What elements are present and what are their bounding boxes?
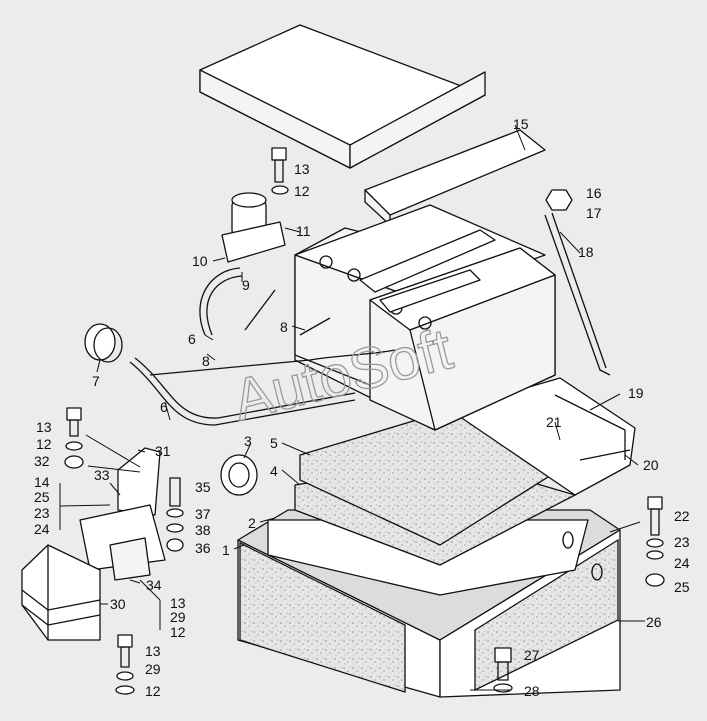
callout-36: 36 (195, 540, 211, 556)
callout-29a: 29 (170, 609, 186, 625)
callout-13d: 13 (145, 643, 161, 659)
callout-30: 30 (110, 596, 126, 612)
bolt-13-bottom (115, 634, 135, 695)
mounting-bracket (117, 447, 161, 516)
callout-1: 1 (222, 542, 230, 558)
callout-29b: 29 (145, 661, 161, 677)
callout-12d: 12 (145, 683, 161, 699)
callout-25b: 25 (674, 579, 690, 595)
hold-down-rod (544, 189, 611, 376)
callout-27: 27 (524, 647, 540, 663)
fuse-box (21, 544, 101, 641)
callout-34: 34 (146, 577, 162, 593)
callout-20: 20 (643, 457, 659, 473)
callout-3: 3 (244, 433, 252, 449)
callout-26: 26 (646, 614, 662, 630)
callout-4: 4 (270, 463, 278, 479)
bolt-13-left (64, 407, 84, 469)
callout-5: 5 (270, 435, 278, 451)
callout-37: 37 (195, 506, 211, 522)
callout-2: 2 (248, 515, 256, 531)
callout-8a: 8 (202, 353, 210, 369)
callout-28: 28 (524, 683, 540, 699)
leader-lines (59, 124, 645, 691)
grommet-plug (220, 454, 258, 496)
callout-24b: 24 (674, 555, 690, 571)
callout-16: 16 (586, 185, 602, 201)
bolt-27 (493, 647, 513, 693)
callout-33: 33 (94, 467, 110, 483)
connector-block (79, 504, 166, 581)
batteries (294, 204, 556, 431)
relay-switch (221, 192, 286, 263)
callout-6b: 6 (160, 399, 168, 415)
callout-23a: 23 (34, 505, 50, 521)
callout-11: 11 (296, 223, 311, 239)
callout-19: 19 (628, 385, 644, 401)
callout-25a: 25 (34, 489, 50, 505)
cables (129, 267, 396, 426)
bolt-22 (645, 496, 665, 587)
callout-8b: 8 (280, 319, 288, 335)
callout-24a: 24 (34, 521, 50, 537)
bolt-13-top (271, 147, 289, 195)
callout-13c: 13 (170, 595, 186, 611)
ground-switch (84, 323, 123, 363)
callout-10: 10 (192, 253, 208, 269)
callout-15: 15 (513, 116, 529, 132)
callout-38: 38 (195, 522, 211, 538)
bolt-35 (166, 477, 184, 552)
callout-9: 9 (242, 277, 250, 293)
callout-17: 17 (586, 205, 602, 221)
callout-labels: 1 2 3 4 5 6 6 7 8 8 9 10 11 12 13 15 16 … (34, 116, 690, 699)
callout-31: 31 (155, 443, 171, 459)
callout-35: 35 (195, 479, 211, 495)
callout-12b: 12 (36, 436, 52, 452)
callout-14: 14 (34, 474, 50, 490)
battery-cover (199, 24, 486, 169)
battery-box (237, 509, 621, 698)
callout-23b: 23 (674, 534, 690, 550)
callout-13b: 13 (36, 419, 52, 435)
callout-12c: 12 (170, 624, 186, 640)
callout-22: 22 (674, 508, 690, 524)
callout-13a: 13 (294, 161, 310, 177)
callout-18: 18 (578, 244, 594, 260)
battery-clamp-bracket (449, 377, 636, 496)
callout-7: 7 (92, 373, 100, 389)
callout-32: 32 (34, 453, 50, 469)
callout-21: 21 (546, 414, 562, 430)
callout-12a: 12 (294, 183, 310, 199)
callout-6a: 6 (188, 331, 196, 347)
